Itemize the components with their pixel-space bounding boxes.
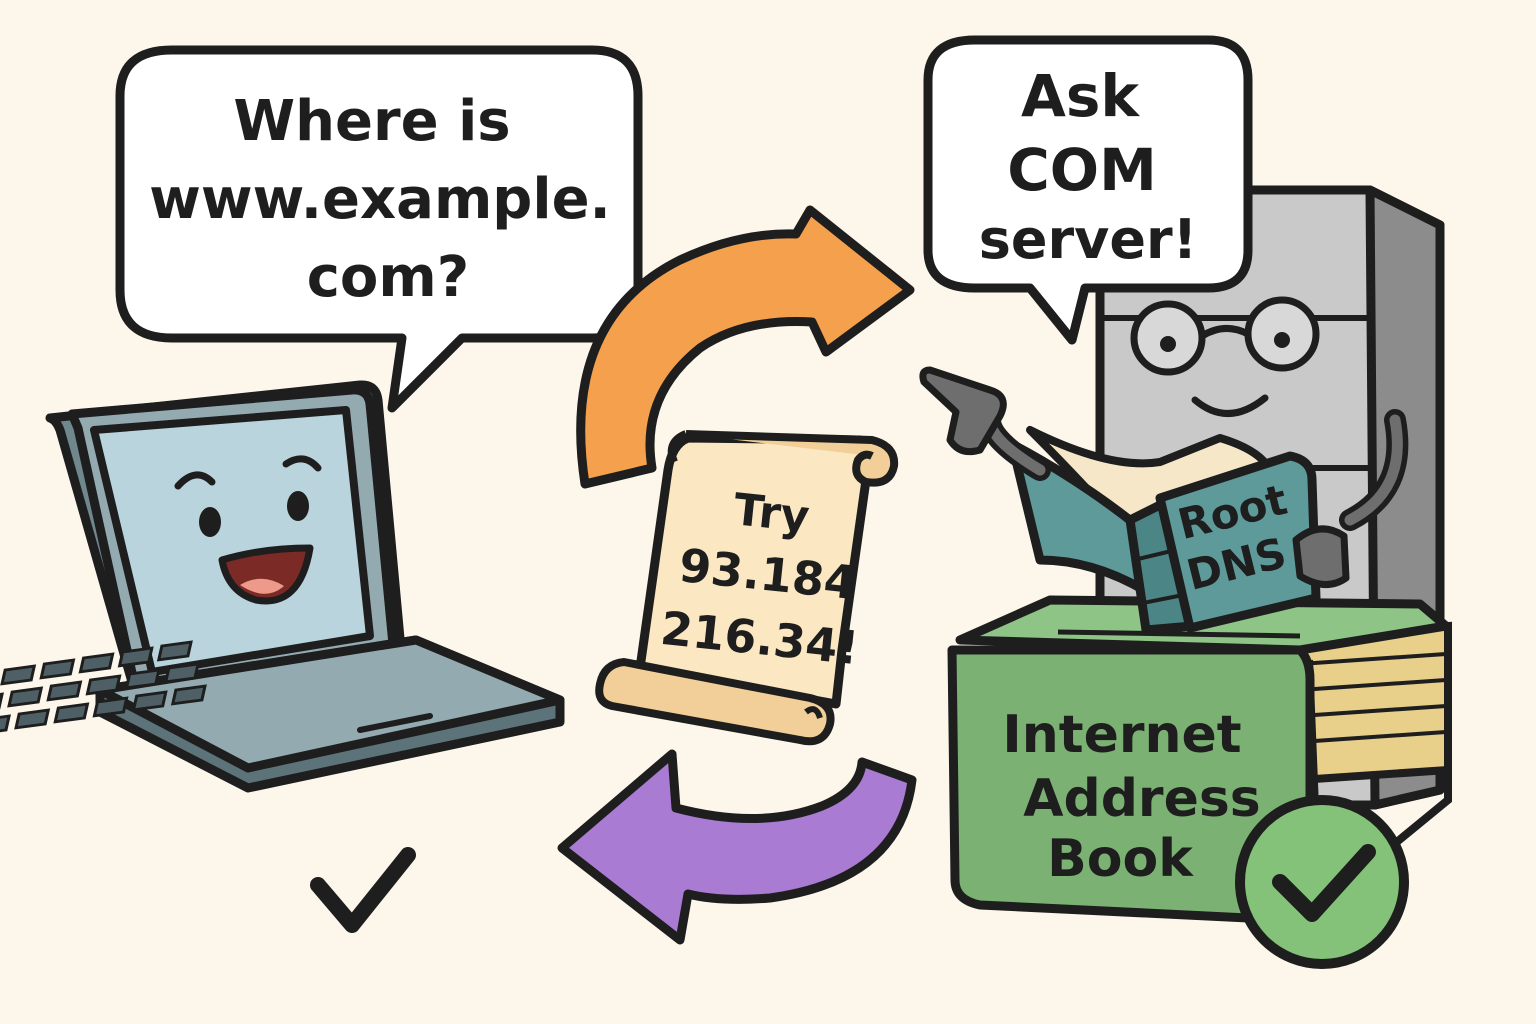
keyboard [0, 640, 207, 736]
address-book-line1: Internet [1002, 705, 1241, 765]
scroll-line1: Try [731, 484, 811, 543]
scroll-icon: Try 93.184 216.34! [595, 430, 899, 746]
pointing-hand-icon [919, 366, 1007, 456]
server-bubble-line3: server! [979, 208, 1197, 271]
server-speech-bubble: Ask COM server! [923, 35, 1253, 345]
server-bubble-line1: Ask [1021, 62, 1140, 130]
response-arrow-icon [557, 749, 917, 945]
server-bubble-line2: COM [1007, 136, 1157, 204]
client-bubble-line1: Where is [233, 89, 510, 154]
root-dns-book-icon: Root DNS [919, 366, 1409, 635]
laptop-face [174, 455, 322, 605]
glasses-icon [1130, 296, 1320, 376]
client-bubble-line2: www.example. [149, 167, 611, 232]
check-icon [310, 847, 416, 933]
request-arrow-icon [576, 205, 915, 489]
check-badge-icon [1235, 795, 1409, 969]
address-book-icon: Internet Address Book [947, 595, 1452, 925]
client-speech-bubble: Where is www.example. com? [115, 45, 643, 413]
laptop-icon [0, 380, 565, 793]
address-book-line3: Book [1047, 829, 1194, 889]
client-bubble-line3: com? [307, 245, 470, 310]
address-book-line2: Address [1023, 769, 1261, 829]
